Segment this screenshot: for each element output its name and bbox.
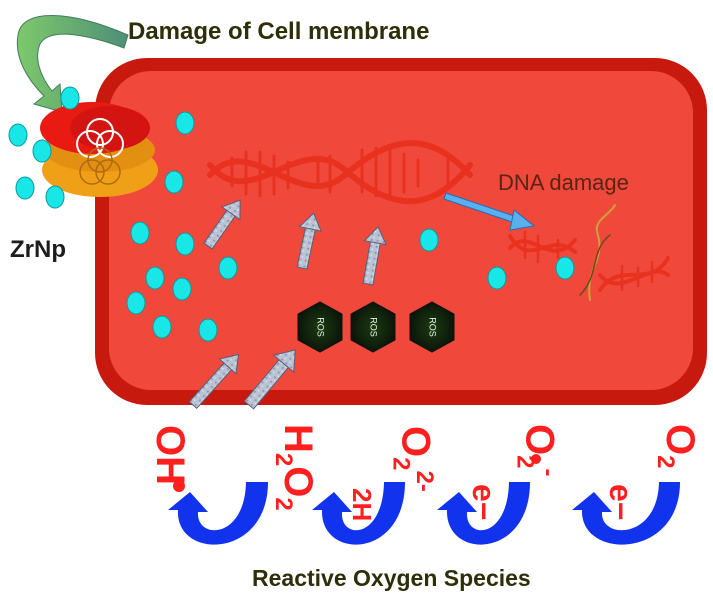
reaction-arrows: [168, 482, 680, 545]
dna-damage-label: DNA damage: [498, 170, 629, 195]
nanoparticle: [45, 185, 65, 209]
nanoparticle: [198, 318, 218, 342]
species-oxygen: O2: [652, 424, 702, 469]
reaction-label-2h: 2H: [347, 488, 377, 522]
radical-dot-oh: [173, 480, 185, 492]
nanoparticle: [175, 111, 195, 135]
nanoparticle: [32, 139, 52, 163]
ros-label-3: ROS: [428, 317, 438, 337]
ros-hex-3: [409, 301, 455, 353]
nanoparticle: [130, 221, 150, 245]
reaction-arrow-1: [168, 482, 268, 545]
nanoparticle: [419, 228, 439, 252]
nanoparticle: [487, 266, 507, 290]
damaged-dna: [508, 204, 670, 301]
species-superoxide: O2-: [511, 424, 562, 477]
species-peroxide-ion: O22-: [387, 426, 438, 492]
membrane-cluster: [40, 102, 158, 197]
ros-hexagons: ROS ROS ROS: [297, 301, 455, 353]
nanoparticle-label: ZrNp: [10, 236, 66, 263]
nanoparticle: [60, 86, 80, 110]
nanoparticle: [218, 256, 238, 280]
membrane-arrow: [16, 15, 129, 113]
reaction-label-e2: e−: [603, 484, 639, 521]
ros-label-2: ROS: [369, 317, 379, 337]
nanoparticle: [8, 123, 28, 147]
reaction-arrow-4: [572, 482, 680, 545]
ros-hex-2: [350, 301, 396, 353]
species-hydroxyl: OH: [148, 425, 192, 485]
dna-damage-arrow: [443, 192, 536, 231]
nanoparticle: [172, 277, 192, 301]
nanoparticle: [15, 176, 35, 200]
ros-hex-1: [297, 301, 343, 353]
reaction-arrow-2: [312, 482, 405, 545]
species-peroxide: H2O2: [270, 424, 320, 511]
nanoparticle: [145, 266, 165, 290]
reaction-arrow-3: [437, 482, 530, 545]
reaction-label-e1: e−: [466, 484, 502, 521]
membrane-damage-label: Damage of Cell membrane: [128, 18, 430, 45]
nanoparticle: [152, 315, 172, 339]
ros-arrows: [188, 199, 387, 410]
cell-inner: [109, 71, 693, 390]
ros-title: Reactive Oxygen Species: [252, 565, 531, 591]
radical-dot-o2: [531, 454, 541, 464]
nanoparticles: [8, 86, 575, 342]
nanoparticle: [164, 170, 184, 194]
nanoparticle: [555, 256, 575, 280]
nanoparticle: [175, 232, 195, 256]
nanoparticle: [126, 291, 146, 315]
dna-helix: [207, 140, 473, 205]
ros-label-1: ROS: [316, 317, 326, 337]
